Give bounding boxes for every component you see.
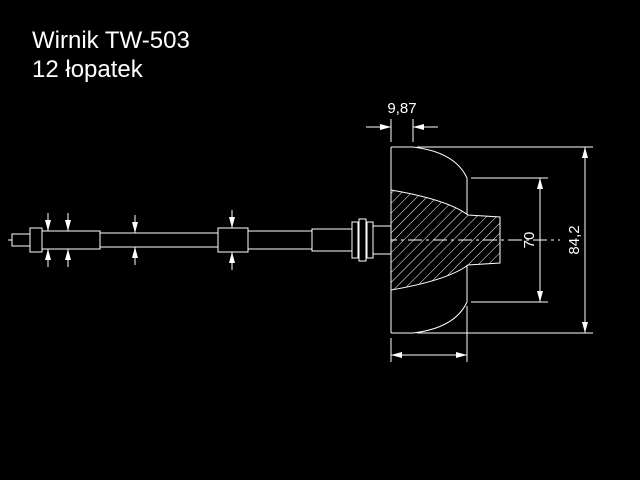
drawing-title: Wirnik TW-503: [32, 27, 190, 54]
shaft-collar: [217, 227, 249, 253]
dim-label-outer-diameter: 84,2: [566, 225, 583, 254]
shaft-segment: [311, 228, 353, 252]
seal-ring-groove: [358, 218, 367, 262]
dimension-blade-width: 9,87: [366, 100, 438, 142]
seal-ring-groove: [351, 221, 359, 259]
shaft-diameter-arrows: [45, 210, 235, 270]
dim-label-exducer-diameter: 70: [521, 232, 538, 249]
seal-ring-groove: [366, 221, 374, 259]
dim-label-blade-width: 9,87: [387, 100, 416, 117]
dimension-wheel-width: [390, 306, 468, 362]
dimension-exducer-diameter: 70: [471, 177, 548, 303]
drawing-subtitle: 12 łopatek: [32, 56, 144, 83]
shaft-segment: [29, 227, 43, 253]
shroud-contour-bottom: [412, 301, 468, 334]
shaft-segment: [247, 230, 313, 250]
shaft-segment: [11, 233, 31, 247]
shroud-contour-top: [412, 146, 468, 179]
turbine-wheel: [390, 146, 501, 334]
shaft-segment: [372, 225, 392, 255]
shaft-segment: [41, 230, 101, 250]
dimension-outer-diameter: 84,2: [417, 146, 593, 334]
shaft: [11, 218, 392, 262]
shaft-segment: [99, 232, 219, 248]
hub-section-hatched: [390, 189, 501, 291]
